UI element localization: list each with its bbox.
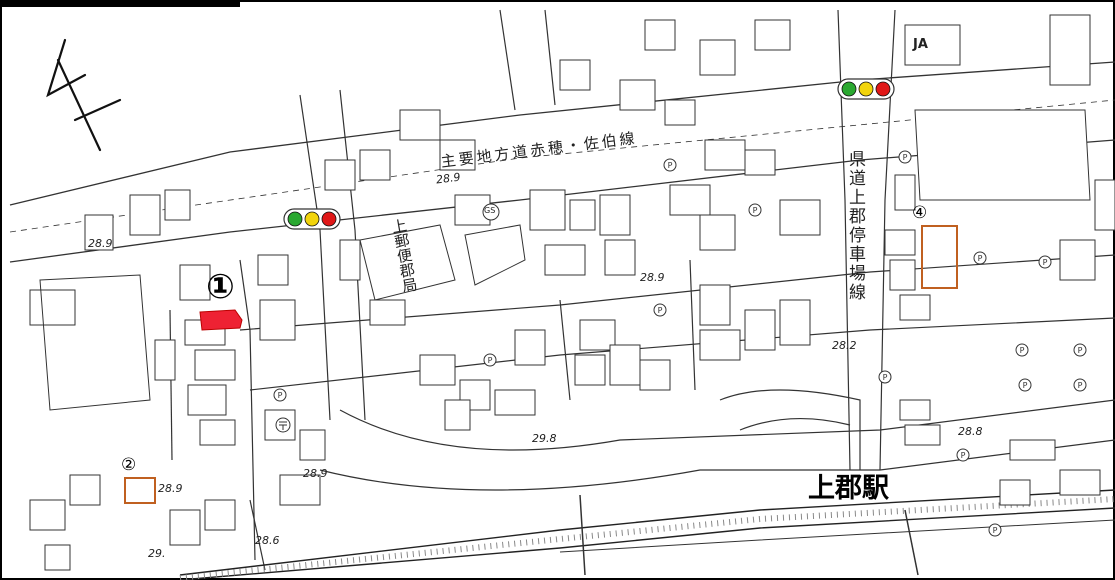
svg-text:P: P bbox=[903, 153, 908, 162]
elevation-label: 28.9 bbox=[88, 237, 113, 250]
gas-station-label: GS bbox=[484, 206, 496, 215]
traffic-signal-icon bbox=[837, 78, 895, 100]
svg-text:P: P bbox=[753, 206, 758, 215]
post-office-symbol-icon bbox=[275, 417, 291, 433]
svg-text:P: P bbox=[278, 391, 283, 400]
elevation-label: 28.6 bbox=[255, 534, 280, 547]
parking-symbol-icon: P bbox=[1073, 343, 1087, 357]
parking-symbol-icon: P bbox=[1038, 255, 1052, 269]
svg-text:P: P bbox=[1043, 258, 1048, 267]
cross-roads bbox=[169, 9, 896, 571]
parking-symbol-icon: P bbox=[988, 523, 1002, 537]
gas-station-symbol-icon bbox=[482, 203, 500, 221]
buildings bbox=[29, 14, 1115, 571]
north-arrow-icon bbox=[46, 38, 122, 152]
parking-symbol-icon: P bbox=[878, 370, 892, 384]
svg-text:P: P bbox=[1078, 346, 1083, 355]
elevation-label: 28.2 bbox=[832, 339, 857, 352]
parking-symbol-icon: P bbox=[956, 448, 970, 462]
lot-4-outline bbox=[921, 225, 958, 289]
parking-symbol-icon: P bbox=[663, 158, 677, 172]
svg-text:P: P bbox=[488, 356, 493, 365]
elevation-label: 28.9 bbox=[435, 170, 462, 187]
svg-text:P: P bbox=[1023, 381, 1028, 390]
svg-text:P: P bbox=[1020, 346, 1025, 355]
station-label: 上郡駅 bbox=[808, 473, 889, 504]
station-front-roads bbox=[319, 389, 1115, 491]
elevation-label: 28.9 bbox=[640, 271, 665, 284]
parking-symbol-icon: P bbox=[653, 303, 667, 317]
parking-symbol-icon: P bbox=[1015, 343, 1029, 357]
parking-symbol-icon: P bbox=[1073, 378, 1087, 392]
elevation-label: 29. bbox=[148, 547, 166, 560]
parking-symbol-icon: P bbox=[973, 251, 987, 265]
parking-symbol-icon: P bbox=[748, 203, 762, 217]
parking-symbols: P P P P P P P P P P P P P P P bbox=[273, 150, 1087, 537]
svg-text:P: P bbox=[961, 451, 966, 460]
svg-text:P: P bbox=[993, 526, 998, 535]
traffic-signal-icon bbox=[283, 208, 341, 230]
parking-symbol-icon: P bbox=[483, 353, 497, 367]
elevation-label: 28.9 bbox=[303, 467, 328, 480]
marker-4: ④ bbox=[912, 203, 928, 223]
elevation-label: 29.8 bbox=[532, 432, 557, 445]
top-black-bar bbox=[0, 0, 240, 7]
pref-road-label: 県道上郡停車場線 bbox=[845, 150, 865, 302]
svg-text:P: P bbox=[1078, 381, 1083, 390]
elevation-label: 28.9 bbox=[158, 482, 183, 495]
svg-text:P: P bbox=[668, 161, 673, 170]
marker-1: ① bbox=[206, 267, 235, 307]
parking-symbol-icon: P bbox=[1018, 378, 1032, 392]
parking-symbol-icon: P bbox=[273, 388, 287, 402]
svg-text:P: P bbox=[978, 254, 983, 263]
elevation-label: 28.8 bbox=[958, 425, 983, 438]
lot-2-outline bbox=[124, 477, 156, 504]
parking-symbol-icon: P bbox=[898, 150, 912, 164]
ja-label: JA bbox=[913, 37, 928, 52]
svg-text:P: P bbox=[883, 373, 888, 382]
svg-text:P: P bbox=[658, 306, 663, 315]
marker-2: ② bbox=[121, 455, 137, 475]
lot-1-highlight bbox=[199, 309, 243, 331]
